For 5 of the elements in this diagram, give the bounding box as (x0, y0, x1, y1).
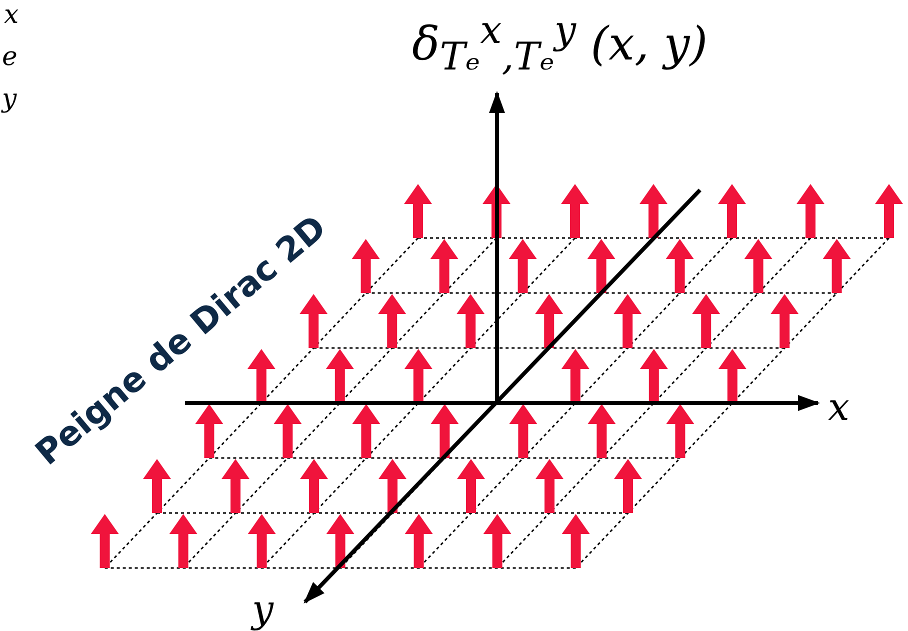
axis-label: e (2, 44, 18, 70)
axis-label: x (4, 2, 19, 28)
axis-label: y (252, 590, 274, 628)
axis-label: y (2, 86, 17, 112)
axis-label: x (828, 388, 850, 426)
